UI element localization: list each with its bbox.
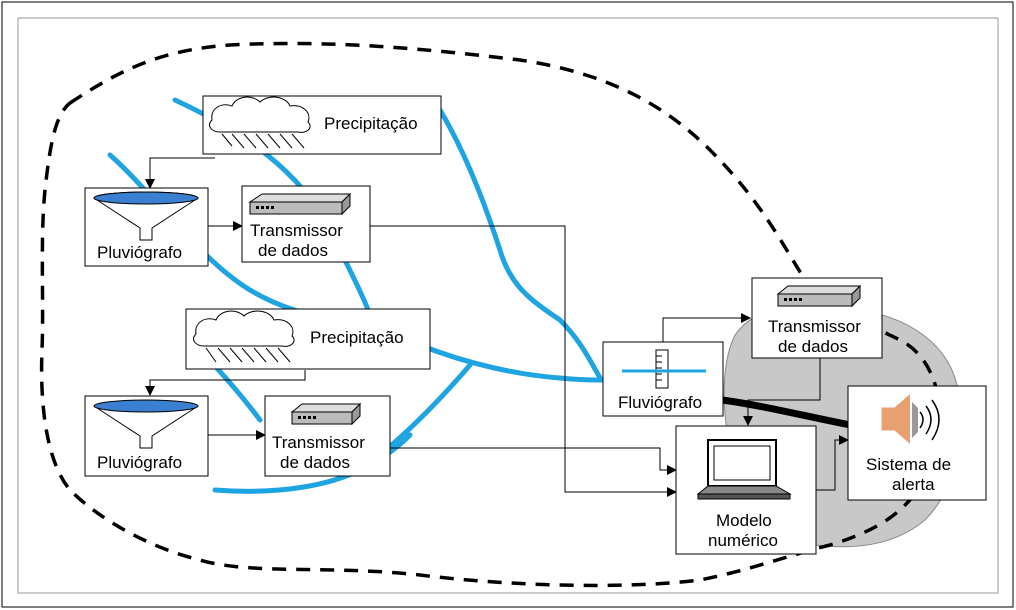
arrow-precip2-pluvio2 <box>145 370 306 396</box>
precipitation-label-1: Precipitação <box>324 114 418 133</box>
alert-system-label-a: Sistema de <box>866 455 951 474</box>
arrow-fluvio-trans3 <box>662 313 751 342</box>
transmitter-label-2b: de dados <box>280 453 350 472</box>
river-tributary <box>377 362 473 458</box>
transmitter-icon <box>776 284 862 308</box>
numerical-model-label-a: Modelo <box>716 511 772 530</box>
transmitter-label-1a: Transmissor <box>250 221 343 240</box>
rain-cloud-icon <box>193 310 295 363</box>
rain-gauge-box-1: Pluviógrafo <box>84 187 209 267</box>
rain-gauge-label-2: Pluviógrafo <box>97 453 182 472</box>
precipitation-box-1: Precipitação <box>202 95 442 155</box>
precipitation-box-2: Precipitação <box>185 308 431 370</box>
stream-gauge-label: Fluviógrafo <box>618 393 702 412</box>
arrow-precip1-pluvio1 <box>145 157 215 189</box>
rain-gauge-box-2: Pluviógrafo <box>84 395 209 477</box>
river-middle <box>417 342 613 383</box>
funnel-icon <box>93 191 199 241</box>
alert-system-box: Sistema de alerta <box>847 385 987 501</box>
watershed-boundary <box>39 41 942 588</box>
transmitter-icon <box>248 192 352 216</box>
rain-gauge-label-1: Pluviógrafo <box>97 243 182 262</box>
transmitter-box-2: Transmissor de dados <box>264 395 391 477</box>
river-upper-right <box>437 107 603 381</box>
transmitter-label-3b: de dados <box>778 337 848 356</box>
arrow-trans1-modelo <box>370 225 677 497</box>
numerical-model-label-b: numérico <box>708 531 778 550</box>
precipitation-label-2: Precipitação <box>310 328 404 347</box>
transmitter-box-3: Transmissor de dados <box>751 277 883 359</box>
arrow-trans3-modelo <box>743 358 821 426</box>
funnel-icon <box>93 399 199 449</box>
speaker-icon <box>881 394 940 444</box>
transmitter-icon <box>290 402 362 426</box>
laptop-icon <box>696 439 792 500</box>
transmitter-label-2a: Transmissor <box>272 433 365 452</box>
transmitter-label-1b: de dados <box>258 241 328 260</box>
connections <box>145 157 849 497</box>
arrow-modelo-alerta <box>816 435 849 491</box>
transmitter-label-3a: Transmissor <box>768 317 861 336</box>
arrow-trans2-modelo <box>390 447 677 475</box>
alert-system-label-b: alerta <box>892 475 935 494</box>
transmitter-box-1: Transmissor de dados <box>241 185 371 263</box>
inner-frame <box>17 17 999 594</box>
staff-gauge-icon <box>622 349 706 389</box>
numerical-model-box: Modelo numérico <box>675 425 817 555</box>
stream-gauge-box: Fluviógrafo <box>602 341 724 417</box>
rain-cloud-icon <box>209 96 311 149</box>
